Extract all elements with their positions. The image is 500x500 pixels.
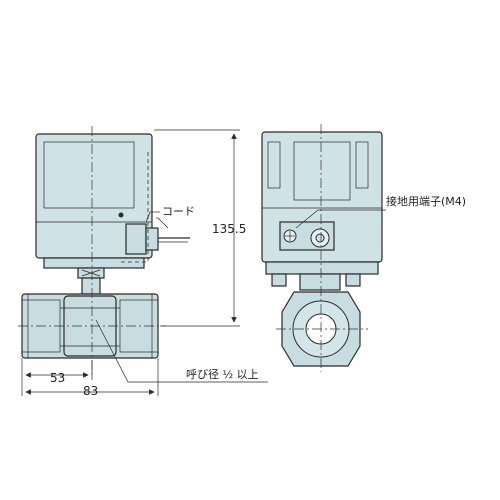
dim-53-label: 53 bbox=[50, 371, 65, 385]
dim-83-label: 83 bbox=[83, 384, 98, 398]
nominal-size-label: 呼び径 ½ 以上 bbox=[186, 368, 259, 381]
ground-terminal-label: 接地用端子(M4) bbox=[386, 195, 466, 208]
actuator-window-front bbox=[43, 141, 135, 209]
screw-dot bbox=[118, 212, 124, 218]
front-view bbox=[18, 126, 190, 375]
side-view bbox=[261, 124, 383, 372]
width-dimensions: 53 83 bbox=[21, 358, 159, 398]
cord-gland bbox=[125, 223, 147, 255]
height-label: 135.5 bbox=[212, 222, 246, 236]
cord-label: コード bbox=[162, 205, 195, 218]
height-dimension: 135.5 bbox=[154, 129, 246, 327]
